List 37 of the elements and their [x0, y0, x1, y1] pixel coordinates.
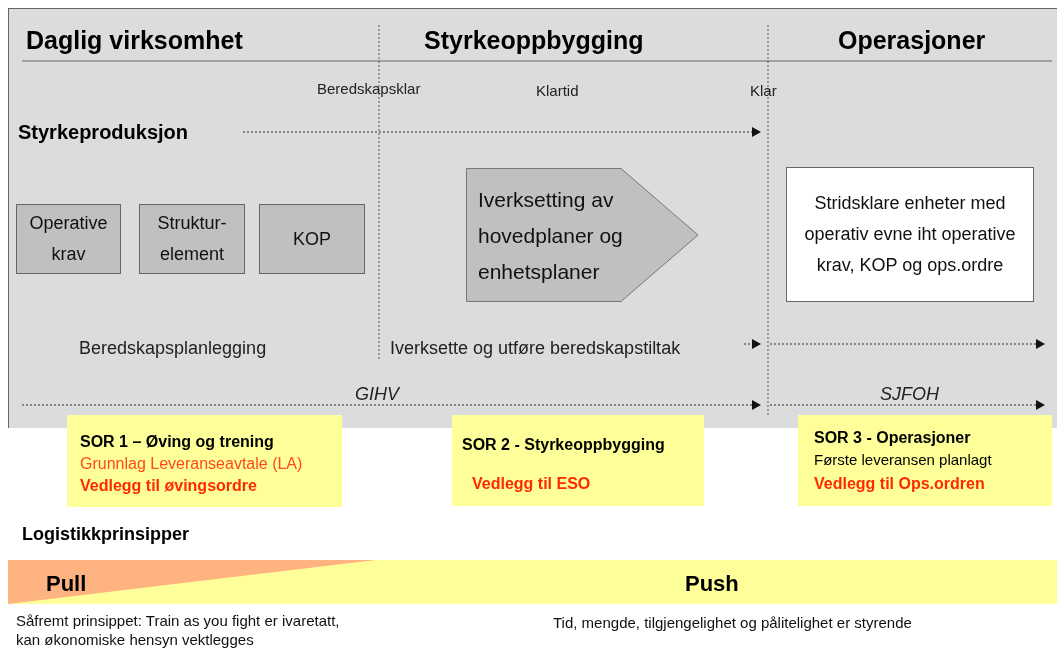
- section-heading: Styrkeoppbygging: [424, 25, 644, 56]
- note-text: Første leveransen planlagt: [814, 450, 993, 470]
- box-text: Iverksetting av hovedplaner og enhetsplaner: [478, 188, 623, 283]
- row-heading: Styrkeproduksjon: [18, 120, 189, 145]
- band-text: Pull: [46, 570, 87, 598]
- note-text: SOR 1 – Øving og trening: [80, 432, 275, 452]
- note-text: Vedlegg til øvingsordre: [80, 476, 258, 496]
- milestone-label: Klartid: [536, 81, 579, 101]
- process-box: [259, 204, 365, 274]
- section-heading: Logistikkprinsipper: [22, 523, 190, 546]
- note-box: [452, 415, 704, 506]
- box-text: Stridsklare enheter med operativ evne iht operative krav, KOP og ops.ordre: [803, 192, 1017, 277]
- milestone-label: Beredskapsklar: [317, 79, 421, 99]
- note-text: Vedlegg til Ops.ordren: [814, 474, 986, 494]
- section-heading: Daglig virksomhet: [26, 25, 243, 56]
- process-box: [786, 167, 1034, 302]
- note-text: Grunnlag Leveranseavtale (LA): [80, 454, 304, 474]
- box-text: Struktur-element: [156, 212, 228, 266]
- principle-note: Såfremt prinsippet: Train as you fight er ivaretatt, kan økonomiske hensyn vektlegges: [16, 611, 341, 649]
- box-text: Operative krav: [28, 212, 109, 266]
- band-text: Push: [685, 570, 739, 598]
- process-box: [139, 204, 245, 274]
- note-text: Vedlegg til ESO: [472, 474, 592, 494]
- phase-label: Beredskapsplanlegging: [79, 337, 267, 360]
- note-text: SOR 3 - Operasjoner: [814, 428, 972, 448]
- milestone-label: Klar: [750, 81, 777, 101]
- process-box: [16, 204, 121, 274]
- phase-label: Iverksette og utføre beredskapstiltak: [390, 337, 681, 360]
- principle-note: Tid, mengde, tilgjengelighet og pålitelighet er styrende: [553, 613, 912, 633]
- section-heading: Operasjoner: [838, 25, 986, 56]
- note-text: SOR 2 - Styrkeoppbygging: [462, 435, 666, 455]
- pull-push-band: [8, 560, 1057, 604]
- phase-label: GIHV: [355, 383, 399, 406]
- note-box: [67, 415, 342, 507]
- note-box: [798, 415, 1052, 506]
- phase-label: SJFOH: [880, 383, 939, 406]
- box-text: KOP: [293, 227, 331, 251]
